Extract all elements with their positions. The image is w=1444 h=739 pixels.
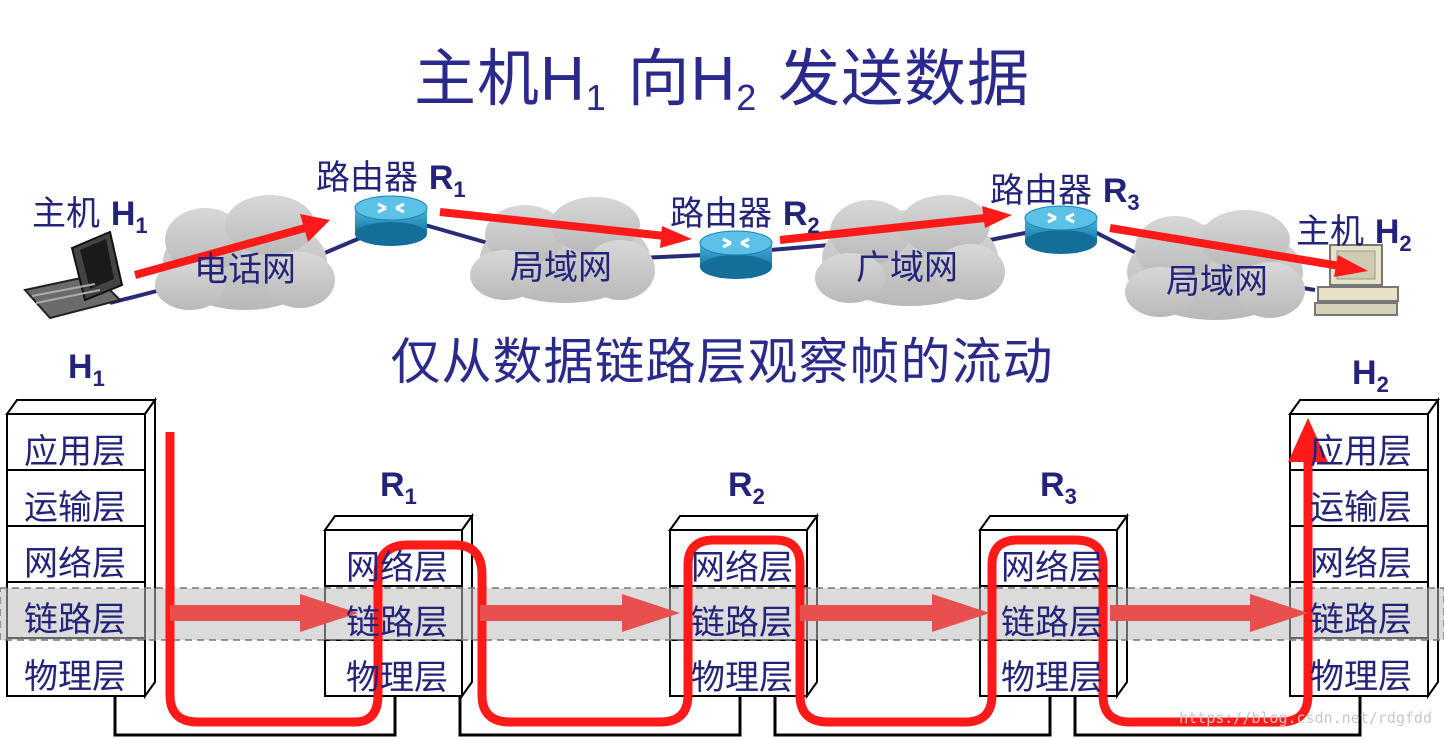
router3-label: 路由器 R3: [990, 171, 1140, 215]
stack-r3-name: R3: [1040, 466, 1077, 509]
h2-physical-layer: 物理层: [1310, 657, 1412, 697]
router2-label: 路由器 R2: [670, 194, 820, 238]
cloud-label-lan-1: 局域网: [510, 248, 612, 288]
cloud-shape-1: [155, 195, 335, 310]
laptop-icon: [23, 230, 124, 320]
stack-r2-name: R2: [728, 466, 765, 509]
diagram-title: 主机H1 向H2 发送数据: [413, 42, 1031, 118]
cloud-shape-2: [470, 197, 655, 303]
r1-physical-layer: 物理层: [346, 658, 448, 698]
link-layer-arrows: [170, 594, 1308, 632]
h2-link-layer: 链路层: [1310, 600, 1412, 640]
h1-link-layer: 链路层: [24, 600, 126, 640]
h2-transport-layer: 运输层: [1310, 488, 1412, 528]
h1-physical-layer: 物理层: [24, 657, 126, 697]
h1-network-layer: 网络层: [24, 544, 126, 584]
h2-network-layer: 网络层: [1310, 544, 1412, 584]
h1-transport-layer: 运输层: [24, 488, 126, 528]
cloud-label-wan: 广域网: [856, 248, 958, 288]
diagram-subtitle: 仅从数据链路层观察帧的流动: [390, 333, 1054, 391]
top-flow-arrows: [133, 206, 1368, 279]
r1-network-layer: 网络层: [346, 548, 448, 588]
r3-network-layer: 网络层: [1001, 548, 1103, 588]
physical-links: [113, 696, 1362, 737]
r3-physical-layer: 物理层: [1001, 658, 1103, 698]
h1-application-layer: 应用层: [24, 432, 126, 472]
r2-physical-layer: 物理层: [691, 658, 793, 698]
r1-link-layer: 链路层: [346, 603, 448, 643]
frame-arrowhead: [1288, 418, 1328, 462]
stack-r1-name: R1: [380, 466, 417, 509]
r2-link-layer: 链路层: [691, 603, 793, 643]
host2-label: 主机 H2: [1296, 212, 1412, 256]
cloud-label-telephone: 电话网: [194, 250, 296, 290]
stack-h2-name: H2: [1352, 354, 1389, 397]
frame-flow-path: [165, 432, 1313, 727]
r2-network-layer: 网络层: [691, 548, 793, 588]
router-icon-3: [1024, 205, 1098, 254]
stack-h1-name: H1: [68, 348, 105, 391]
cloud-label-lan-2: 局域网: [1166, 262, 1268, 302]
watermark-text: https://blog.csdn.net/rdgfdd: [1179, 709, 1432, 727]
r3-link-layer: 链路层: [1001, 603, 1103, 643]
router-icon-1: [354, 195, 428, 246]
h2-application-layer: 应用层: [1310, 432, 1412, 472]
host1-label: 主机 H1: [32, 194, 148, 238]
stack-r1-boxes: [323, 512, 474, 700]
router1-label: 路由器 R1: [316, 158, 466, 202]
router-icon-2: [699, 230, 773, 279]
